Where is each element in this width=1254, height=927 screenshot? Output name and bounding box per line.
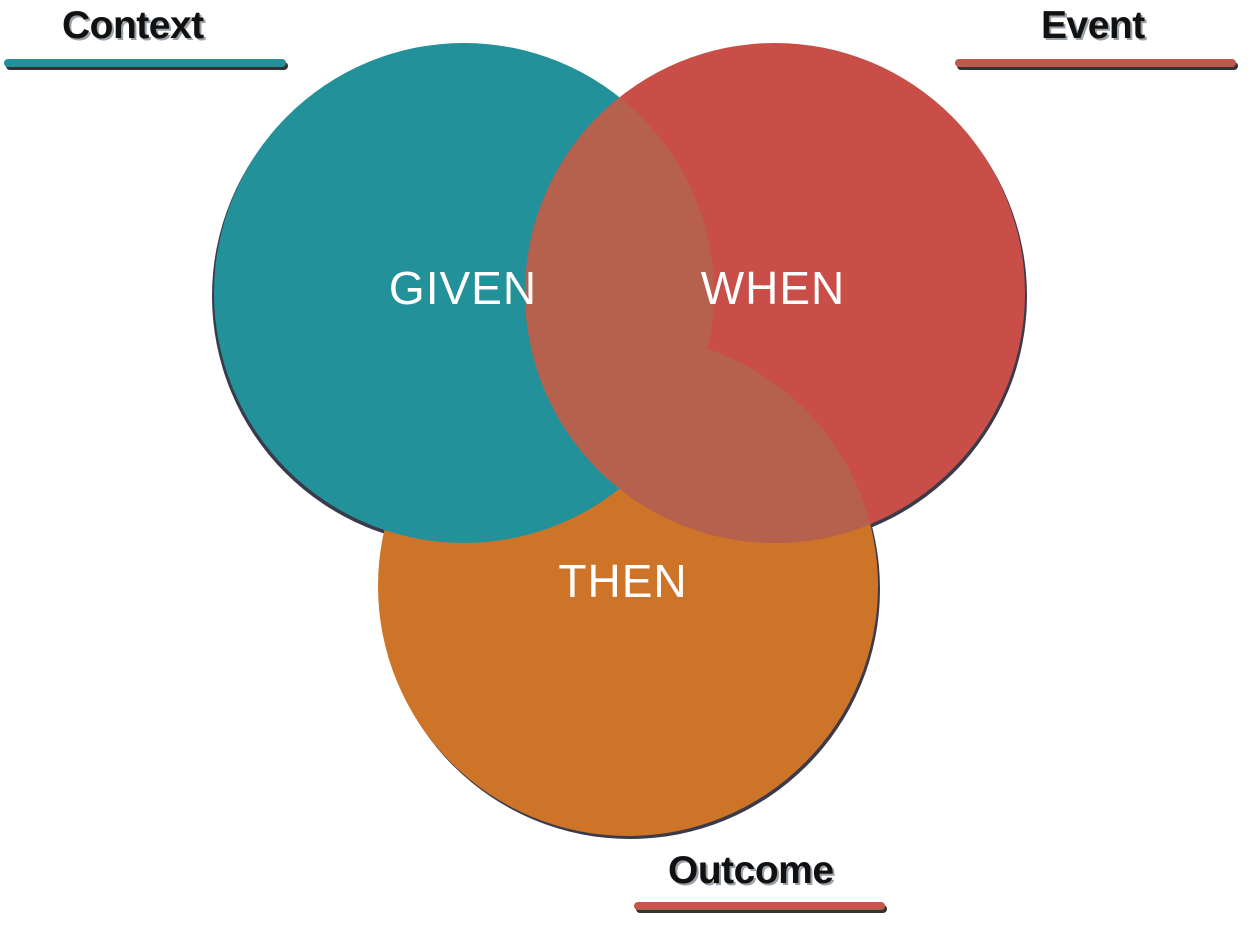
outcome-underline	[634, 902, 885, 910]
given-label: GIVEN	[389, 262, 537, 314]
outcome-label: Outcome	[668, 849, 834, 892]
event-label: Event	[1041, 4, 1145, 47]
context-underline	[4, 59, 286, 67]
event-underline	[955, 59, 1236, 67]
then-label: THEN	[558, 555, 687, 607]
when-label: WHEN	[701, 262, 846, 314]
context-label: Context	[62, 4, 204, 47]
when-then-overlap	[525, 336, 878, 543]
